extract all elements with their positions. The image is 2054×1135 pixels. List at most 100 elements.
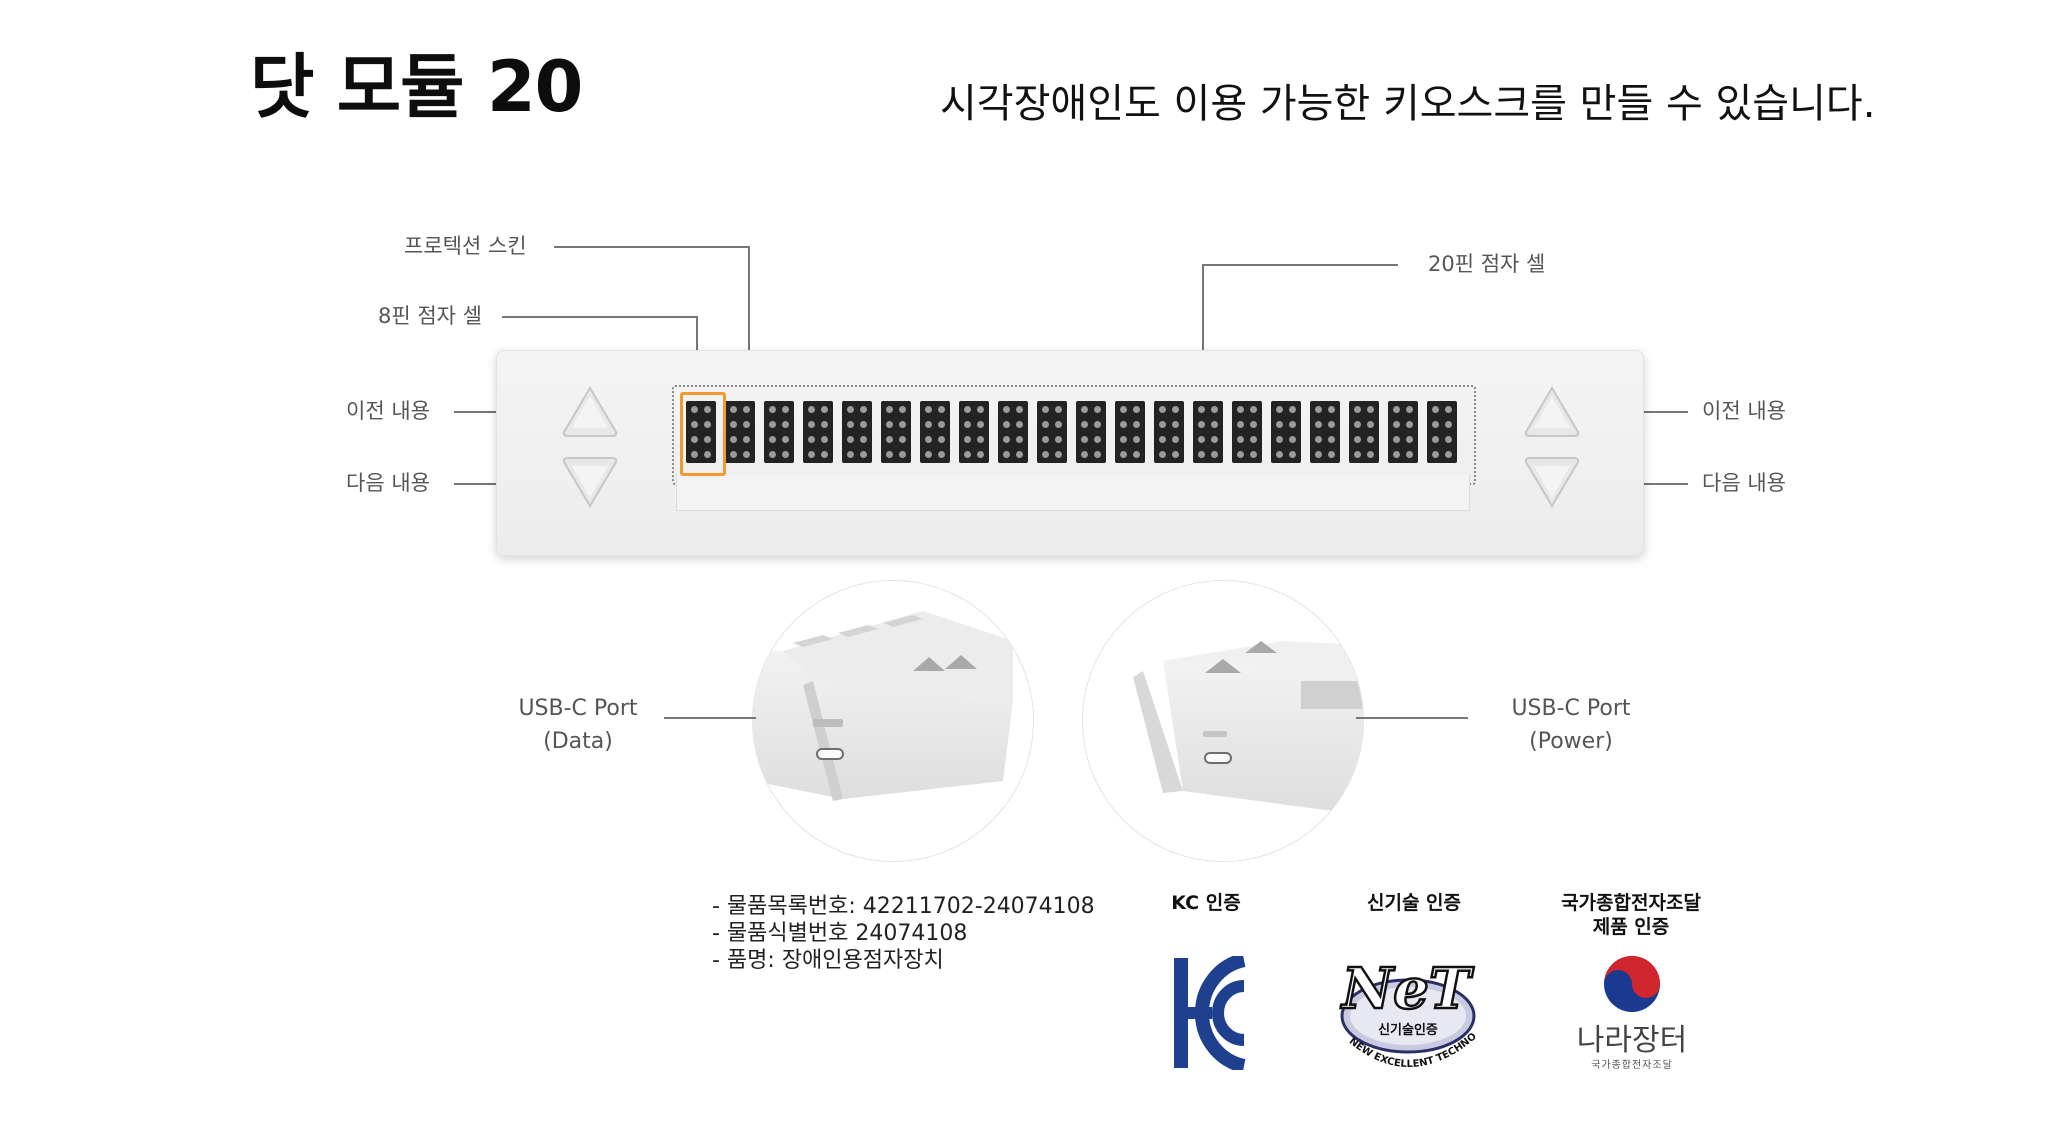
braille-pin bbox=[730, 406, 738, 414]
braille-pin bbox=[925, 406, 933, 414]
braille-pin bbox=[847, 450, 855, 458]
braille-pin bbox=[1015, 406, 1023, 414]
left-prev-button[interactable] bbox=[560, 384, 620, 438]
net-badge-text: 신기술인증 bbox=[1378, 1022, 1438, 1038]
braille-pin bbox=[730, 450, 738, 458]
braille-pin bbox=[1081, 406, 1089, 414]
braille-cell bbox=[920, 401, 950, 463]
braille-pin bbox=[925, 450, 933, 458]
braille-pin bbox=[691, 450, 699, 458]
braille-pin bbox=[1003, 450, 1011, 458]
braille-pin bbox=[1315, 435, 1323, 443]
braille-pin bbox=[1120, 435, 1128, 443]
braille-pin bbox=[1081, 435, 1089, 443]
power-port-line2: (Power) bbox=[1529, 729, 1613, 754]
braille-pin bbox=[1210, 421, 1218, 429]
net-logo: NeT 신기술인증 NEW EXCELLENT TECHNOLOGY bbox=[1330, 946, 1479, 1070]
braille-pin bbox=[1042, 450, 1050, 458]
braille-pin bbox=[1432, 435, 1440, 443]
braille-pin bbox=[1054, 421, 1062, 429]
power-port-line1: USB-C Port bbox=[1511, 696, 1631, 721]
net-cert-title: 신기술 인증 bbox=[1366, 892, 1461, 914]
braille-pin bbox=[1054, 450, 1062, 458]
braille-cell bbox=[881, 401, 911, 463]
braille-pin bbox=[1171, 435, 1179, 443]
braille-pin bbox=[1393, 435, 1401, 443]
data-port-line2: (Data) bbox=[543, 729, 613, 754]
braille-pin bbox=[859, 450, 867, 458]
braille-pin bbox=[1210, 450, 1218, 458]
braille-pin bbox=[1081, 450, 1089, 458]
braille-pin bbox=[1405, 421, 1413, 429]
braille-pin bbox=[976, 406, 984, 414]
right-prev-button[interactable] bbox=[1522, 384, 1582, 438]
braille-pin bbox=[1327, 406, 1335, 414]
leader-line bbox=[502, 316, 698, 318]
leader-line bbox=[748, 246, 750, 364]
callout-right-prev: 이전 내용 bbox=[1702, 399, 1786, 423]
braille-pin bbox=[1198, 421, 1206, 429]
leader-line bbox=[554, 246, 750, 248]
braille-cell bbox=[959, 401, 989, 463]
braille-cell bbox=[1271, 401, 1301, 463]
braille-pin bbox=[742, 406, 750, 414]
braille-pin bbox=[886, 435, 894, 443]
braille-pin bbox=[1198, 450, 1206, 458]
braille-cell bbox=[686, 401, 716, 463]
narajangteo-logo-text: 나라장터 bbox=[1577, 1023, 1687, 1058]
braille-pin bbox=[742, 435, 750, 443]
braille-pin bbox=[1171, 421, 1179, 429]
braille-cell bbox=[725, 401, 755, 463]
braille-pin bbox=[742, 421, 750, 429]
braille-cell bbox=[1232, 401, 1262, 463]
braille-pin bbox=[1366, 450, 1374, 458]
braille-pin bbox=[976, 435, 984, 443]
braille-pin bbox=[781, 421, 789, 429]
braille-pin bbox=[1354, 421, 1362, 429]
braille-pin bbox=[1327, 421, 1335, 429]
right-next-button[interactable] bbox=[1522, 456, 1582, 510]
narajangteo-logo-sub: 국가종합전자조달 bbox=[1591, 1059, 1673, 1071]
braille-pin bbox=[730, 421, 738, 429]
braille-pin bbox=[886, 406, 894, 414]
leader-line bbox=[664, 717, 756, 719]
braille-pin bbox=[1015, 421, 1023, 429]
braille-pin bbox=[1159, 435, 1167, 443]
braille-pin bbox=[1003, 435, 1011, 443]
braille-pin bbox=[937, 421, 945, 429]
braille-pin bbox=[1042, 406, 1050, 414]
braille-pin bbox=[808, 421, 816, 429]
braille-pin bbox=[1354, 406, 1362, 414]
product-info-line: - 품명: 장애인용점자장치 bbox=[712, 948, 944, 973]
callout-protection-skin: 프로텍션 스킨 bbox=[404, 234, 527, 258]
braille-pin bbox=[1276, 450, 1284, 458]
narajangteo-title-line2: 제품 인증 bbox=[1592, 915, 1670, 938]
data-port-label: USB-C Port (Data) bbox=[518, 692, 638, 758]
braille-cell bbox=[803, 401, 833, 463]
braille-pin bbox=[1393, 406, 1401, 414]
braille-pin bbox=[1159, 421, 1167, 429]
braille-pin bbox=[1003, 421, 1011, 429]
braille-cell bbox=[1154, 401, 1184, 463]
braille-pin bbox=[1405, 450, 1413, 458]
braille-pin bbox=[769, 435, 777, 443]
braille-pin bbox=[886, 421, 894, 429]
braille-pin bbox=[1054, 406, 1062, 414]
braille-pin bbox=[1093, 450, 1101, 458]
left-next-button[interactable] bbox=[560, 456, 620, 510]
braille-pin bbox=[1237, 435, 1245, 443]
callout-left-next: 다음 내용 bbox=[346, 471, 430, 495]
braille-pin bbox=[1015, 450, 1023, 458]
braille-pin bbox=[1444, 421, 1452, 429]
braille-pin bbox=[730, 435, 738, 443]
braille-pin bbox=[1198, 435, 1206, 443]
braille-pin bbox=[1327, 450, 1335, 458]
product-info-line: - 물품식별번호 24074108 bbox=[712, 921, 968, 946]
braille-pin bbox=[937, 435, 945, 443]
braille-pin bbox=[1132, 450, 1140, 458]
braille-pin bbox=[976, 421, 984, 429]
narajangteo-cert-title: 국가종합전자조달 제품 인증 bbox=[1546, 892, 1716, 940]
braille-pin bbox=[1093, 406, 1101, 414]
braille-pin bbox=[703, 435, 711, 443]
braille-pin bbox=[1210, 406, 1218, 414]
